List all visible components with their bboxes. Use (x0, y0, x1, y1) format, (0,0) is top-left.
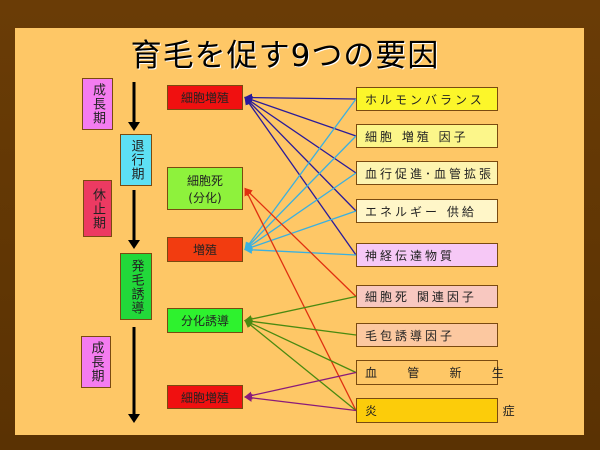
stage-box: 休止期 (83, 180, 112, 237)
connector-line (244, 295, 357, 323)
connector-line (244, 210, 357, 251)
connector-line (244, 96, 357, 212)
connector-line (244, 393, 357, 412)
factor-box: 細胞死 関連因子 (356, 285, 498, 308)
factor-box: 血 管 新 生 (356, 360, 504, 385)
stage-box: 成長期 (81, 336, 111, 388)
connector-line (244, 96, 357, 137)
connector-line (244, 172, 357, 251)
stage-arrow-head (128, 414, 140, 423)
effect-box: 分化誘導 (167, 308, 243, 333)
connector-line (244, 319, 357, 412)
factor-box: 毛包誘導因子 (356, 323, 498, 347)
stage-box: 成長期 (82, 78, 113, 130)
connector-line (244, 96, 357, 174)
factor-box: ホルモンバランス (356, 87, 498, 111)
factor-box: 神経伝達物質 (356, 243, 498, 267)
stage-box: 発毛誘導 (120, 253, 152, 320)
connector-line (244, 135, 357, 251)
factor-box: 炎 症 (356, 398, 515, 423)
connector-line (244, 187, 357, 297)
stage-arrow-head (128, 122, 140, 131)
connector-line (244, 317, 357, 336)
connector-line (244, 319, 357, 374)
connector-line (244, 187, 357, 411)
factor-box: エネルギー 供給 (356, 199, 498, 223)
stage-arrow-head (128, 240, 140, 249)
effect-box: 細胞死 (分化) (167, 167, 243, 210)
connector-line (244, 245, 357, 256)
slide-title: 育毛を促す9つの要因 (130, 38, 440, 74)
connector-line (244, 93, 357, 102)
effect-box: 増殖 (167, 237, 243, 262)
connector-line (244, 96, 357, 256)
factor-box: 細胞 増殖 因子 (356, 124, 498, 148)
effect-box: 細胞増殖 (167, 85, 243, 110)
connector-line (244, 371, 357, 400)
stage-box: 退行期 (120, 134, 152, 186)
factor-box: 血行促進･血管拡張 (356, 161, 498, 185)
effect-box: 細胞増殖 (167, 385, 243, 409)
